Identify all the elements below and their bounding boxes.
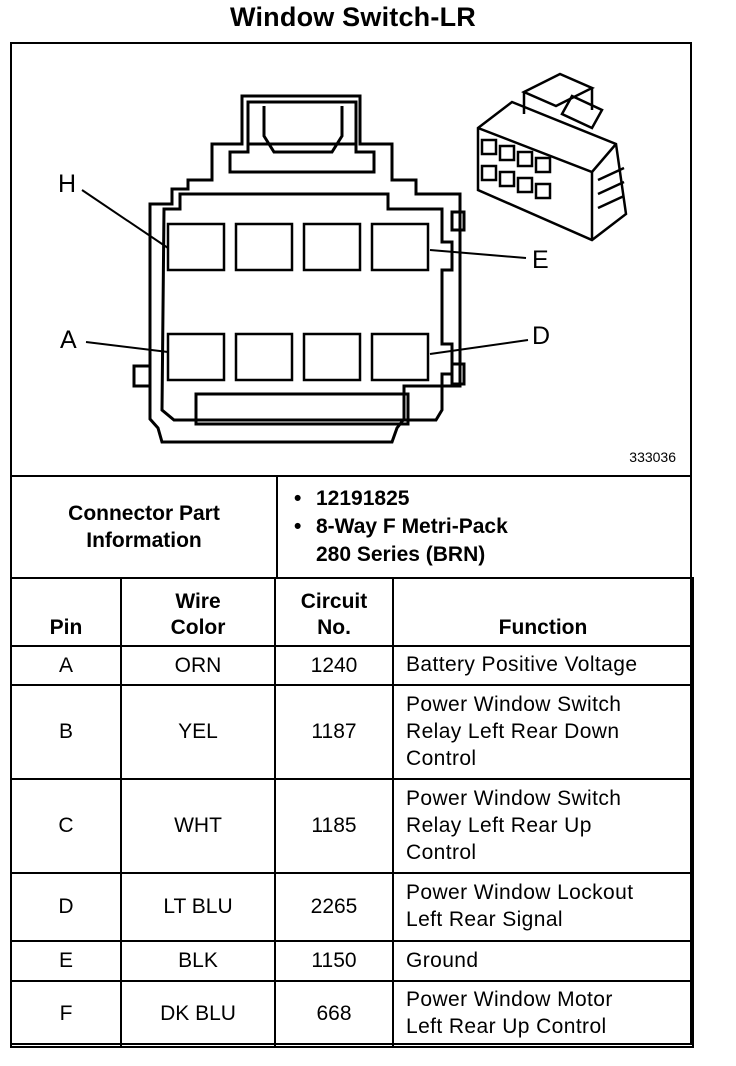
function-cell: Battery Positive Voltage <box>392 645 694 686</box>
tab-left <box>132 364 152 388</box>
tab-right-top <box>450 210 466 232</box>
cavity-g <box>234 222 294 272</box>
connector-description: •8-Way F Metri-Pack <box>294 515 508 538</box>
function-line: Ground <box>406 948 479 972</box>
cavity-d <box>370 332 430 382</box>
latch <box>228 100 376 174</box>
cavity-c <box>302 332 362 382</box>
function-line: Power Window Switch <box>406 692 622 716</box>
connector-description-line2: 280 Series (BRN) <box>316 543 486 566</box>
bottom-rail <box>194 392 410 426</box>
wire-color-cell: BLK <box>120 940 276 982</box>
header-function: Function <box>392 577 694 647</box>
connector-3d-drawing <box>476 72 628 242</box>
leader-lines <box>81 189 529 355</box>
wire-color-cell: YEL <box>120 684 276 780</box>
latch-inner <box>262 106 344 154</box>
pin-cell: E <box>10 940 122 982</box>
circuit-cell: 2265 <box>274 872 394 942</box>
function-line: Power Window Switch <box>406 786 622 810</box>
page-title: Window Switch-LR <box>230 2 476 32</box>
pin-cell: A <box>10 645 122 686</box>
pin-cell: C <box>10 778 122 874</box>
wire-color-cell: LT BLU <box>120 872 276 942</box>
leader-h <box>81 189 169 249</box>
leader-a <box>85 341 169 353</box>
wire-color-cell: WHT <box>120 778 276 874</box>
cavity-a <box>166 332 226 382</box>
cavity-e <box>370 222 430 272</box>
circuit-cell: 1240 <box>274 645 394 686</box>
connector-face-drawing <box>81 72 628 444</box>
function-line: Relay Left Rear Up <box>406 813 592 837</box>
circuit-cell: 1185 <box>274 778 394 874</box>
function-line: Power Window Motor <box>406 988 613 1011</box>
function-line: Battery Positive Voltage <box>406 653 638 676</box>
header-pin: Pin <box>10 577 122 647</box>
function-line: Left Rear Signal <box>406 908 563 931</box>
tab-right-bottom <box>450 362 466 386</box>
function-cell: Ground <box>392 940 694 982</box>
function-line: Relay Left Rear Down <box>406 719 620 743</box>
wire-color-cell: ORN <box>120 645 276 686</box>
pin-label-e: E <box>532 246 549 274</box>
housing-inner <box>160 192 454 422</box>
cavity-b <box>234 332 294 382</box>
function-line: Control <box>406 746 477 770</box>
leader-d <box>429 339 529 355</box>
pin-label-d: D <box>532 322 551 350</box>
circuit-cell: 1150 <box>274 940 394 982</box>
connector-info-table: Connector Part Information •12191825 •8-… <box>10 475 692 579</box>
cavities <box>166 222 430 382</box>
pin-label-a: A <box>60 326 77 354</box>
wire-color-cell: DK BLU <box>120 980 276 1048</box>
connector-diagram: H E A D 333036 <box>12 44 690 475</box>
cavity-h <box>166 222 226 272</box>
circuit-cell: 668 <box>274 980 394 1048</box>
connector-info-values: •12191825 •8-Way F Metri-Pack 280 Series… <box>276 475 692 579</box>
pin-cell: D <box>10 872 122 942</box>
circuit-cell: 1187 <box>274 684 394 780</box>
housing-outline <box>148 94 462 444</box>
pin-cell: F <box>10 980 122 1048</box>
leader-e <box>429 249 527 259</box>
function-line: Left Rear Up Control <box>406 1015 607 1038</box>
pin-cell: B <box>10 684 122 780</box>
connector-info-label: Connector Part Information <box>10 475 278 579</box>
figure-reference-number: 333036 <box>629 449 676 465</box>
function-line: Control <box>406 840 477 864</box>
part-number: •12191825 <box>294 487 410 510</box>
pin-label-h: H <box>58 170 77 198</box>
cavity-f <box>302 222 362 272</box>
function-line: Power Window Lockout <box>406 881 634 904</box>
